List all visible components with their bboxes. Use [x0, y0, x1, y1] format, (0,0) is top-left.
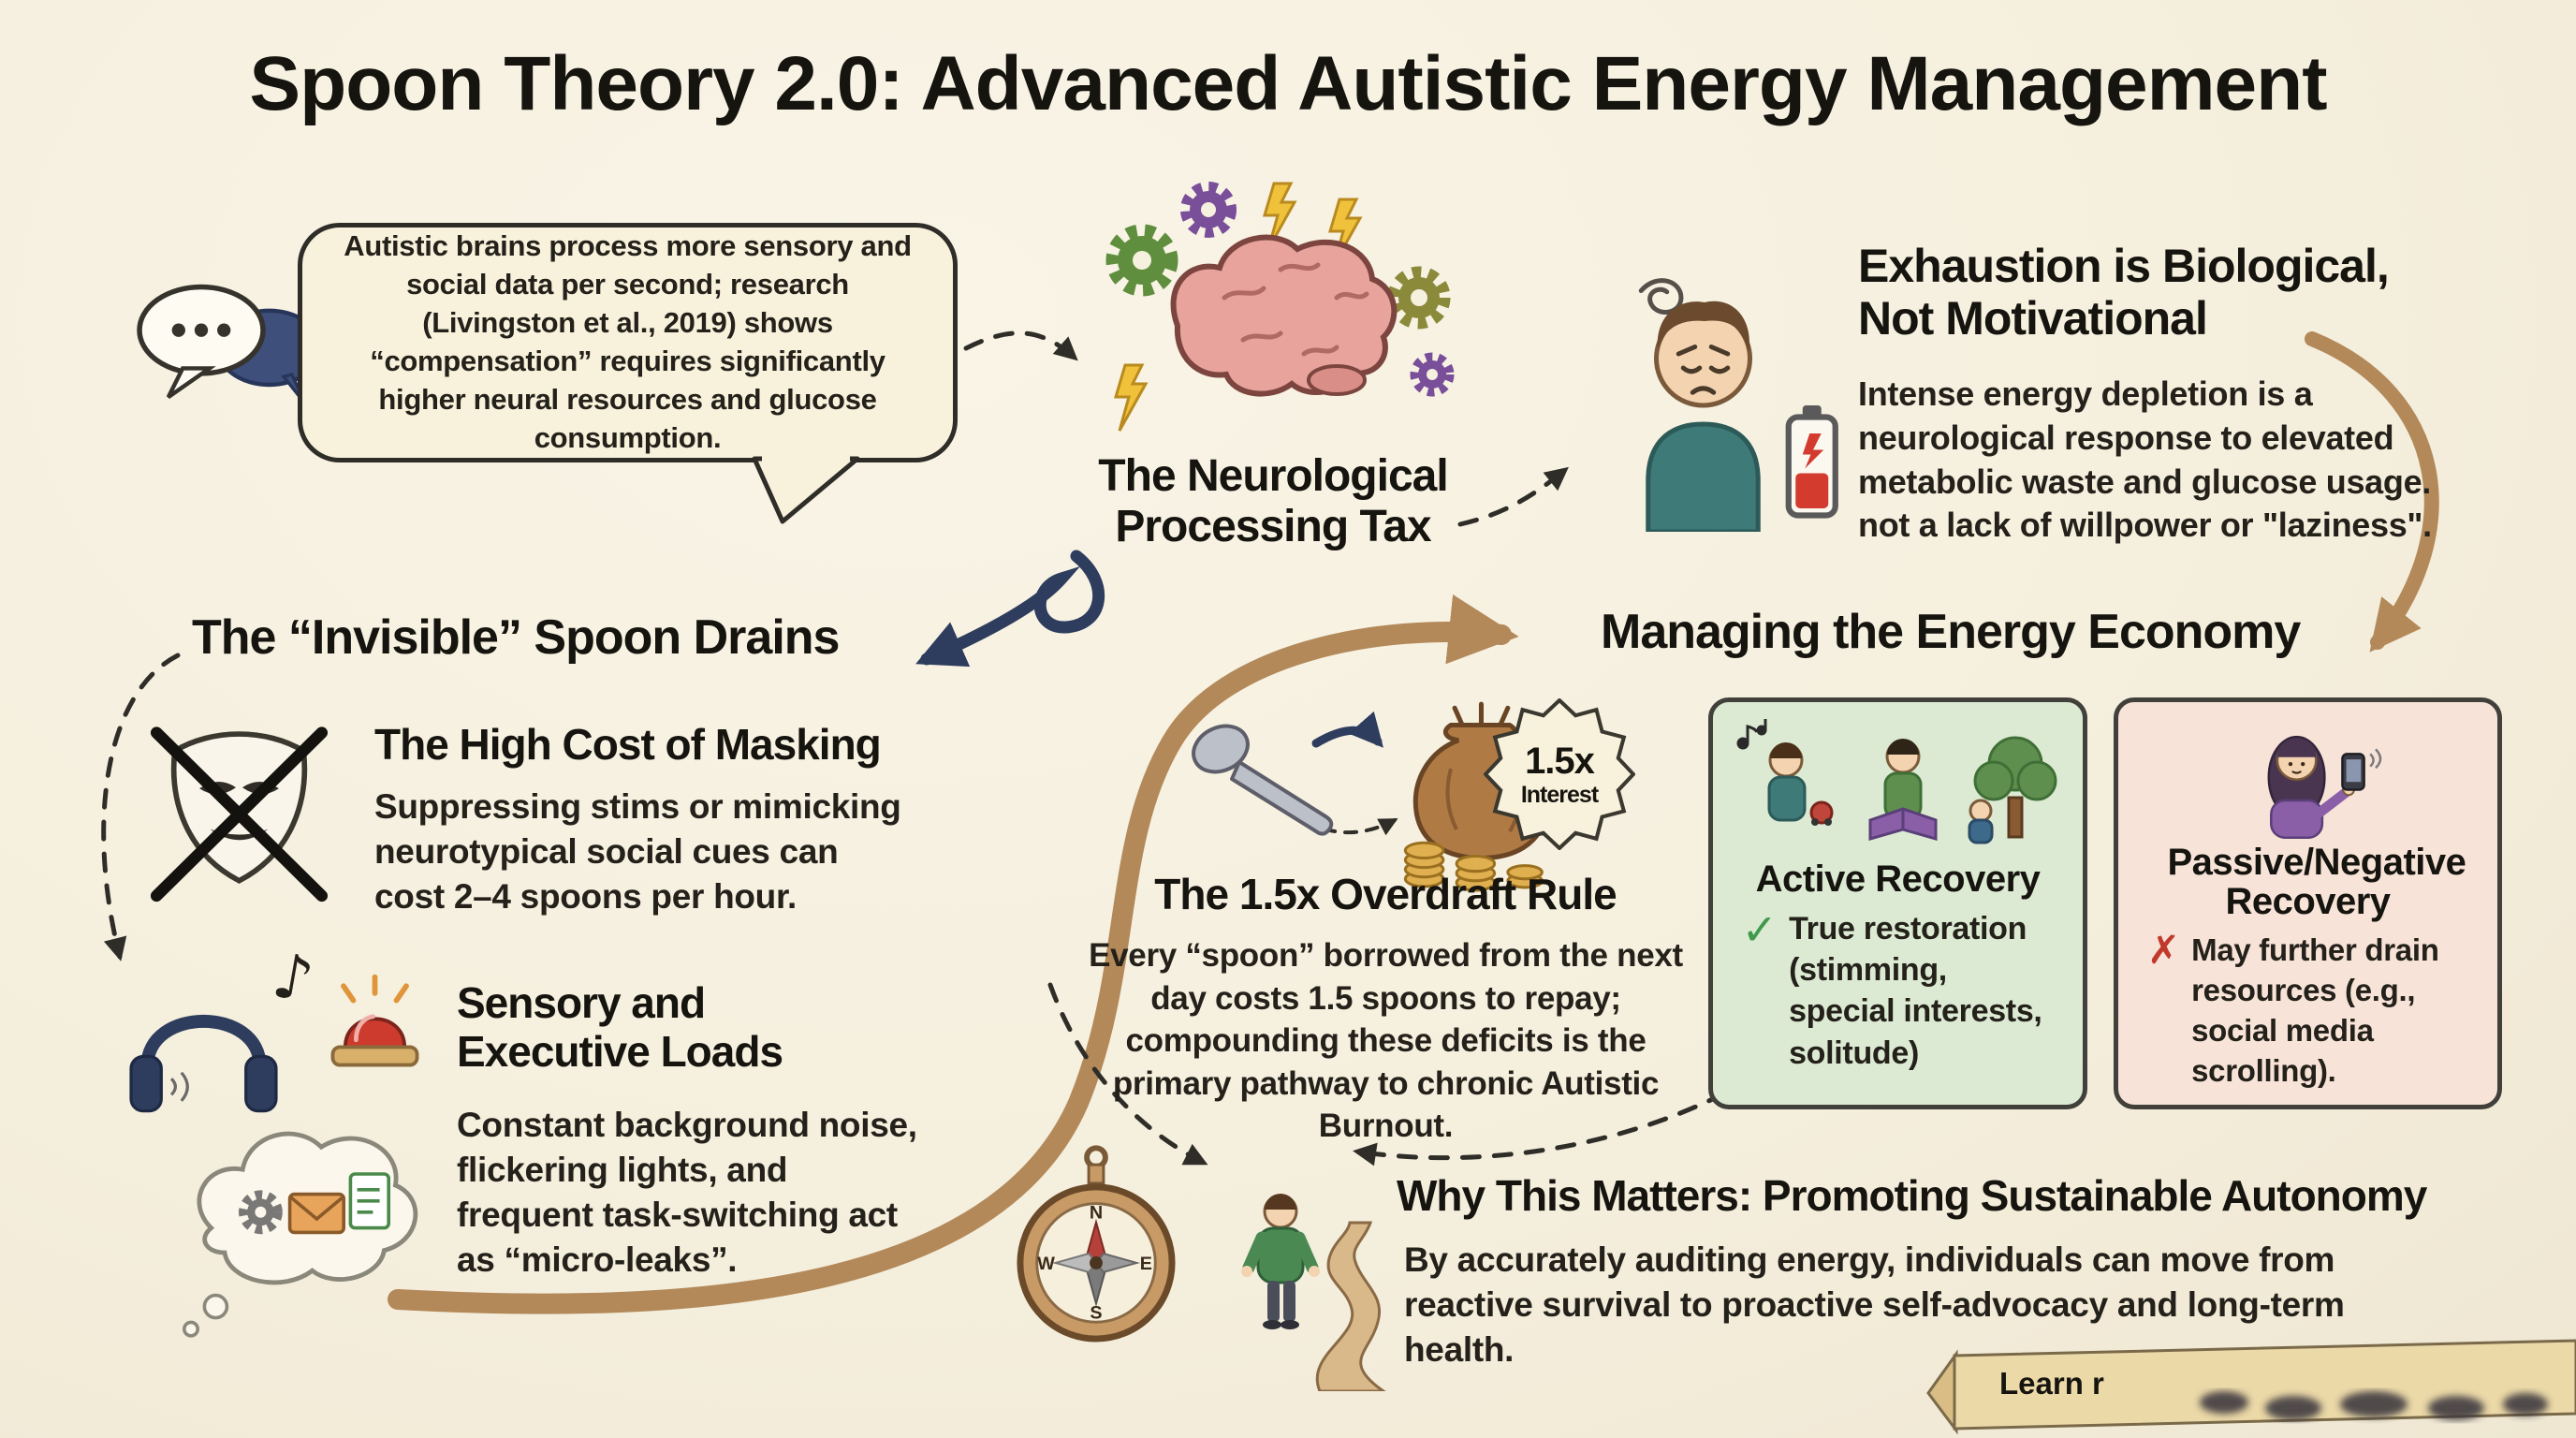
gear-purple-icon: [1180, 182, 1237, 238]
ribbon-label: Learn r: [1999, 1366, 2104, 1401]
drains-left-dashed: [101, 653, 181, 961]
check-icon: ✓: [1741, 904, 1778, 955]
interest-badge: 1.5x Interest: [1484, 698, 1635, 850]
headphones-icon: [112, 970, 295, 1129]
masking-title: The High Cost of Masking: [374, 720, 882, 769]
siren-icon: [316, 970, 433, 1078]
compass-south-label: S: [1090, 1302, 1102, 1323]
badge-value: 1.5x: [1525, 740, 1595, 782]
child-reading-icon: [1868, 739, 1937, 841]
page-title: Spoon Theory 2.0: Advanced Autistic Ener…: [249, 41, 2327, 126]
brain-icon: [1170, 234, 1398, 397]
spoon-to-bag-arrow: [1311, 711, 1383, 748]
tax-to-boy-dashed: [1457, 466, 1569, 527]
gear-purple-small-icon: [1410, 352, 1455, 397]
research-speech-bubble: Autistic brains process more sensory and…: [298, 223, 958, 462]
gear-green-icon: [1105, 224, 1178, 297]
cloud-gear-icon: [238, 1190, 283, 1235]
overdraft-to-person-dashed: [1047, 982, 1208, 1166]
passive-recovery-card: Passive/Negative Recovery ✗ May further …: [2114, 697, 2502, 1109]
brain-gears-illustration: [1056, 167, 1486, 476]
invisible-drains-title: The “Invisible” Spoon Drains: [192, 610, 840, 665]
compass-east-label: E: [1140, 1254, 1152, 1274]
badge-label: Interest: [1520, 782, 1599, 809]
ribbon-left-fold: [1926, 1349, 1958, 1435]
speech-bubble-tail: [752, 456, 860, 524]
overdraft-title: The 1.5x Overdraft Rule: [1154, 870, 1617, 918]
exhaustion-to-economy-arrow: [2305, 331, 2439, 653]
woman-on-phone-icon: [2267, 735, 2381, 840]
walking-person-icon: [1241, 1194, 1320, 1329]
passive-recovery-illustration: [2267, 735, 2381, 840]
why-matters-title: Why This Matters: Promoting Sustainable …: [1397, 1171, 2427, 1220]
lightning-bolt-icon: [1327, 198, 1363, 266]
masking-crossed-mask-icon: [148, 713, 330, 912]
compass-icon: N E S W: [1013, 1133, 1179, 1384]
masking-body: Suppressing stims or mimicking neurotypi…: [374, 787, 901, 917]
exhaustion-title-line1: Exhaustion is Biological,: [1858, 240, 2390, 292]
research-text: Autistic brains process more sensory and…: [344, 229, 912, 454]
learn-more-ribbon[interactable]: Learn r: [1926, 1328, 2576, 1438]
active-recovery-title: Active Recovery: [1755, 858, 2041, 900]
lightning-bolt-icon: [1262, 182, 1297, 250]
cloud-checklist-icon: [348, 1172, 390, 1230]
obscured-marks: [2200, 1391, 2548, 1420]
passive-recovery-body: May further drain resources (e.g., socia…: [2191, 932, 2439, 1089]
energy-economy-swoosh-arrow: [388, 594, 1519, 1314]
music-notes-icon: [1736, 719, 1766, 750]
person-under-tree-icon: [1968, 736, 2056, 844]
coin-stacks-icon: [1403, 841, 1544, 892]
dizzy-swirl-icon: [1638, 278, 1684, 315]
person-on-path-illustration: [1200, 1110, 1425, 1391]
winding-path-icon: [1315, 1221, 1386, 1391]
exhaustion-title: Exhaustion is Biological, Not Motivation…: [1858, 240, 2457, 345]
bubble-to-brain-dashed: [963, 330, 1078, 361]
ribbon-band: [1953, 1339, 2576, 1431]
economy-title: Managing the Energy Economy: [1601, 605, 2301, 659]
neuro-tax-title: The Neurological Processing Tax: [1098, 451, 1448, 551]
gear-olive-icon: [1387, 266, 1451, 330]
active-recovery-illustration: [1736, 719, 2056, 844]
why-matters-body: By accurately auditing energy, individua…: [1404, 1240, 2345, 1370]
spoon-icon: [1176, 708, 1354, 848]
sensory-body: Constant background noise, flickering li…: [457, 1106, 917, 1280]
exhaustion-body: Intense energy depletion is a neurologic…: [1858, 374, 2432, 545]
exhausted-boy-illustration: [1580, 251, 1850, 532]
curly-arrow-to-drains: [915, 550, 1105, 668]
compass-west-label: W: [1037, 1254, 1055, 1274]
passive-recovery-title: Passive/Negative Recovery: [2167, 842, 2466, 923]
exhaustion-title-line2: Not Motivational: [1858, 292, 2208, 345]
low-battery-icon: [1785, 405, 1838, 519]
lightning-bolt-icon: [1113, 363, 1149, 432]
compass-north-label: N: [1090, 1202, 1103, 1223]
cloud-envelope-icon: [287, 1192, 345, 1235]
overdraft-body: Every “spoon” borrowed from the next day…: [1089, 937, 1683, 1144]
sensory-title: Sensory and Executive Loads: [457, 978, 783, 1076]
child-playing-icon: [1767, 742, 1833, 826]
executive-load-thought-cloud-icon: [157, 1084, 438, 1343]
active-recovery-card: Active Recovery ✓ True restoration (stim…: [1708, 697, 2087, 1109]
cards-to-person-dashed: [1353, 1091, 1727, 1167]
active-recovery-body: True restoration (stimming, special inte…: [1789, 911, 2042, 1071]
cross-icon: ✗: [2146, 927, 2181, 974]
